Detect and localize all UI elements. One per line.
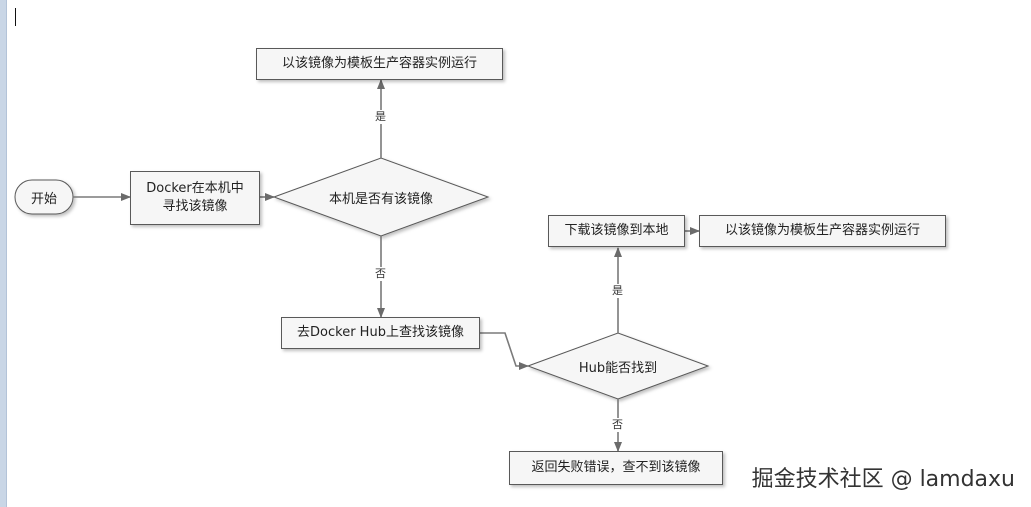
check-hub-diamond-shape (526, 332, 710, 400)
download-node: 下载该镜像到本地 (548, 215, 685, 247)
run-download-node: 以该镜像为模板生产容器实例运行 (699, 215, 946, 247)
start-node: 开始 (30, 191, 57, 207)
search-hub-node: 去Docker Hub上查找该镜像 (281, 317, 480, 349)
search-local-node: Docker在本机中 寻找该镜像 (130, 171, 260, 225)
edge-label-hub-no: 否 (611, 418, 624, 432)
error-node: 返回失败错误，查不到该镜像 (509, 451, 723, 485)
edge-label-local-yes: 是 (374, 110, 387, 124)
check-hub-node: Hub能否找到 (578, 360, 658, 376)
edge-label-local-no: 否 (374, 267, 387, 281)
watermark: 掘金技术社区 @ lamdaxu (751, 467, 1015, 492)
edge-label-hub-yes: 是 (611, 284, 624, 298)
check-local-diamond-shape (272, 157, 490, 237)
check-local-node: 本机是否有该镜像 (328, 191, 433, 207)
left-edge-bar (0, 0, 7, 507)
run-local-node: 以该镜像为模板生产容器实例运行 (256, 48, 503, 80)
text-cursor (15, 8, 16, 26)
arrow-hub-search-to-check (480, 332, 529, 370)
